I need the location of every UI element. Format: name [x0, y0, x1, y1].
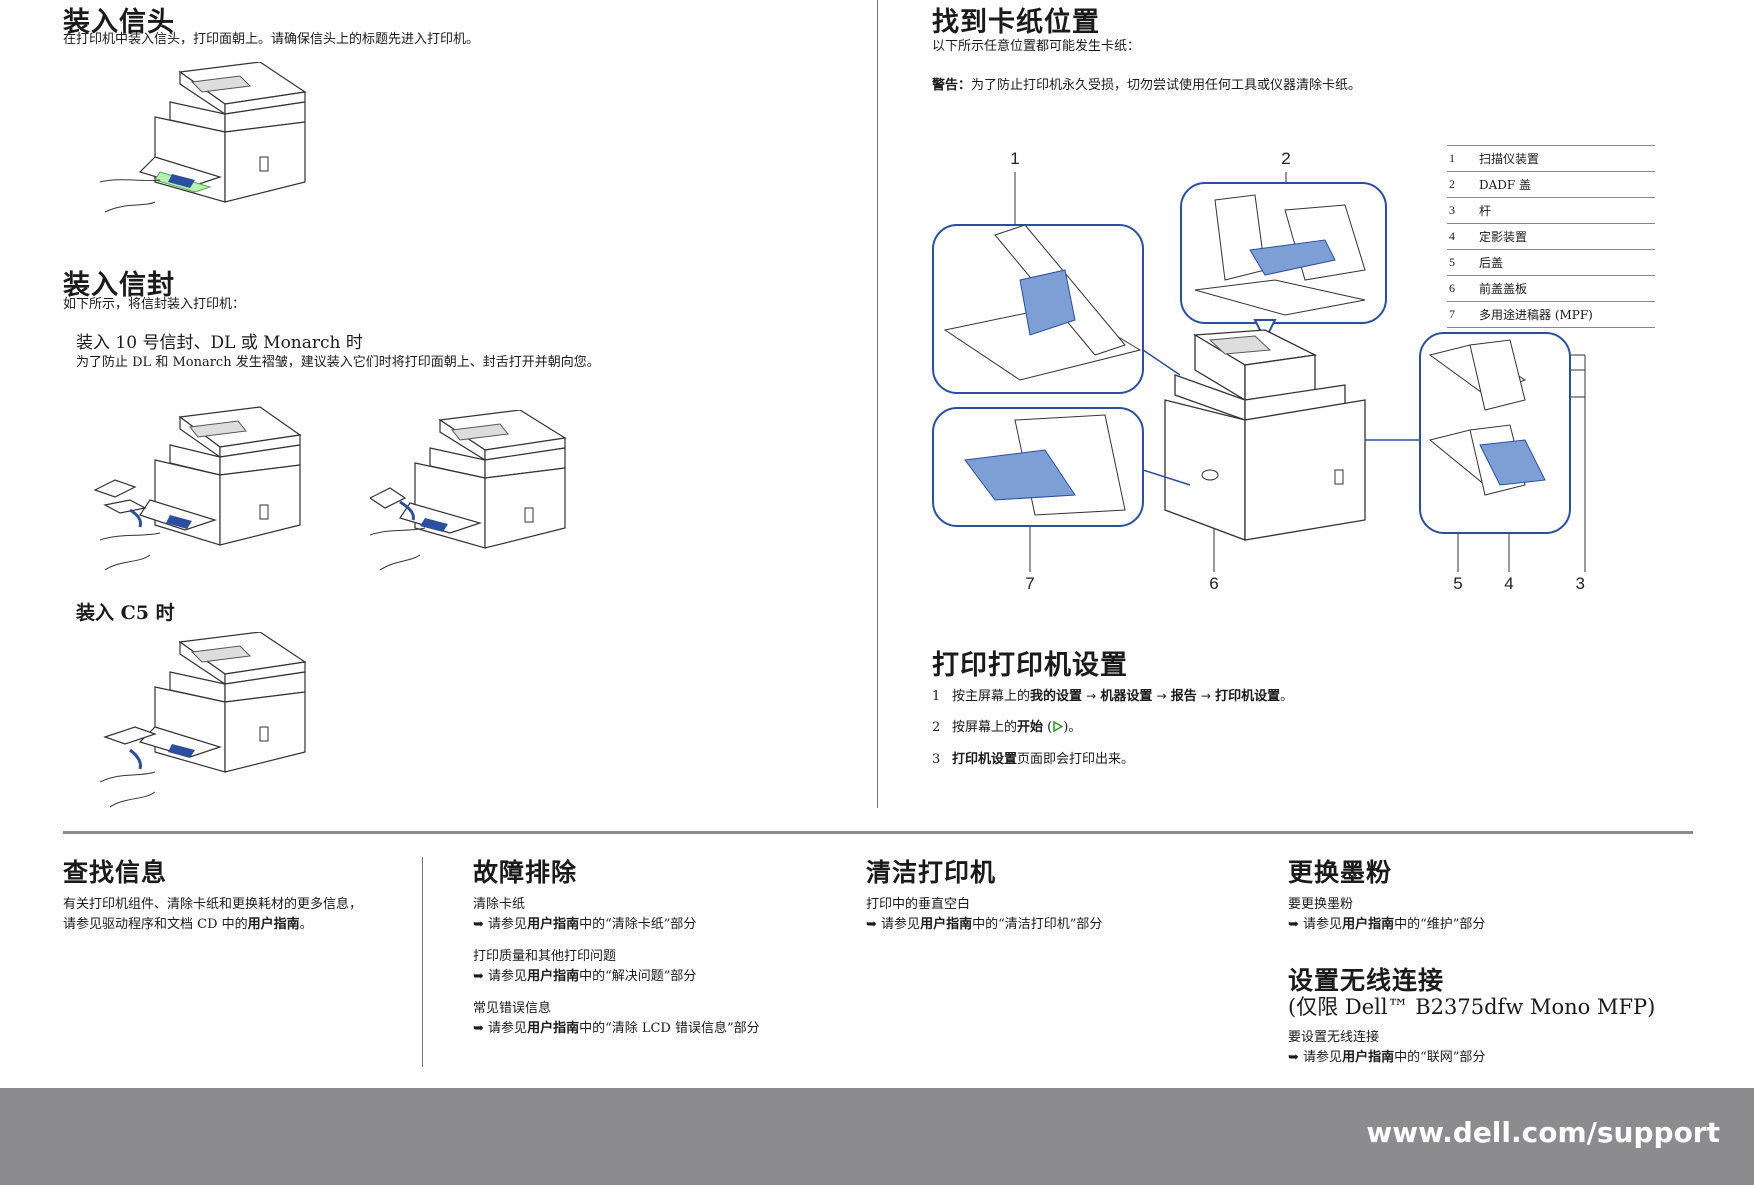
support-url[interactable]: www.dell.com/support: [1366, 1116, 1720, 1149]
warning-label: 警告：: [932, 78, 972, 93]
trouble-title: 故障排除: [473, 858, 578, 887]
callout-3: 3: [1576, 574, 1585, 593]
settings-title: 打印打印机设置: [932, 650, 1128, 681]
envelope-subtitle: 装入 10 号信封、DL 或 Monarch 时: [76, 333, 363, 353]
arrow-icon: ➥: [473, 969, 484, 984]
wireless-item: 要设置无线连接 ➥ 请参见用户指南中的“联网”部分: [1288, 1030, 1486, 1065]
envelope-title: 装入信封: [63, 270, 175, 301]
section-divider: [63, 831, 1693, 834]
trouble-item-1: 清除卡纸 ➥ 请参见用户指南中的“清除卡纸”部分: [473, 897, 697, 932]
clean-item: 打印中的垂直空白 ➥ 请参见用户指南中的“清洁打印机”部分: [866, 897, 1103, 932]
jam-title: 找到卡纸位置: [932, 7, 1100, 38]
printer-envelope-illustration-1: [93, 406, 302, 571]
jam-location-diagram: 1 2 3 4 5 6 7: [932, 149, 1586, 593]
callout-1: 1: [1010, 149, 1019, 168]
start-icon: [1053, 720, 1064, 733]
trouble-item-2: 打印质量和其他打印问题 ➥ 请参见用户指南中的“解决问题”部分: [473, 949, 697, 984]
callout-5: 5: [1453, 574, 1462, 593]
arrow-icon: ➥: [473, 917, 484, 932]
callout-6: 6: [1209, 574, 1218, 593]
callout-4: 4: [1504, 574, 1513, 593]
letterhead-text: 在打印机中装入信头，打印面朝上。请确保信头上的标题先进入打印机。: [63, 32, 480, 47]
footer-bar: www.dell.com/support: [0, 1088, 1754, 1185]
arrow-icon: ➥: [473, 1021, 484, 1036]
printer-letterhead-illustration: [100, 62, 307, 213]
callout-7: 7: [1025, 574, 1034, 593]
letterhead-title: 装入信头: [63, 7, 175, 38]
jam-text: 以下所示任意位置都可能发生卡纸：: [932, 39, 1141, 54]
trouble-item-3: 常见错误信息 ➥ 请参见用户指南中的“清除 LCD 错误信息”部分: [473, 1001, 760, 1036]
arrow-icon: ➥: [1288, 917, 1299, 932]
toner-item: 要更换墨粉 ➥ 请参见用户指南中的“维护”部分: [1288, 897, 1486, 932]
printer-envelope-illustration-2: [370, 410, 567, 571]
warning-text: 为了防止打印机永久受损，切勿尝试使用任何工具或仪器清除卡纸。: [971, 78, 1362, 93]
jam-warning: 警告：为了防止打印机永久受损，切勿尝试使用任何工具或仪器清除卡纸。: [932, 76, 1361, 96]
column-divider: [422, 857, 423, 1067]
wireless-title: 设置无线连接: [1288, 966, 1445, 995]
envelope-subtext: 为了防止 DL 和 Monarch 发生褶皱，建议装入它们时将打印面朝上、封舌打…: [76, 355, 600, 370]
c5-title: 装入 C5 时: [76, 602, 175, 624]
column-divider: [877, 0, 878, 808]
callout-2: 2: [1281, 149, 1290, 168]
info-text: 有关打印机组件、清除卡纸和更换耗材的更多信息， 请参见驱动程序和文档 CD 中的…: [63, 897, 363, 932]
right-arrow-icon: →: [1156, 689, 1167, 703]
arrow-icon: ➥: [1288, 1050, 1299, 1065]
clean-title: 清洁打印机: [866, 858, 997, 887]
info-title: 查找信息: [63, 858, 168, 887]
right-arrow-icon: →: [1200, 689, 1211, 703]
arrow-icon: ➥: [866, 917, 877, 932]
envelope-text: 如下所示，将信封装入打印机：: [63, 297, 246, 312]
toner-title: 更换墨粉: [1288, 858, 1393, 887]
printer-c5-illustration: [100, 632, 307, 808]
wireless-subtitle: (仅限 Dell™ B2375dfw Mono MFP): [1288, 995, 1656, 1019]
right-arrow-icon: →: [1086, 689, 1097, 703]
